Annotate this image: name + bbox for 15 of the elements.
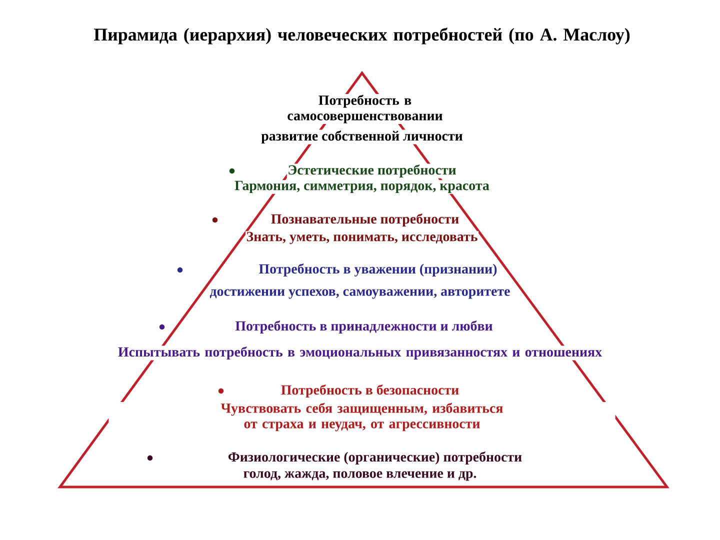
level-description: Знать, уметь, понимать, исследовать: [246, 232, 478, 244]
level-description: развитие собственной личности: [261, 130, 462, 144]
level-description: голод, жажда, половое влечение и др.: [244, 471, 476, 481]
level-heading: Познавательные потребности: [271, 214, 459, 226]
level-heading: Эстетические потребности: [288, 164, 456, 178]
level-heading: Потребность в самосовершенствовании: [288, 94, 442, 124]
level-heading: Потребность в принадлежности и любви: [235, 320, 492, 334]
title: Пирамида (иерархия) человеческих потребностей (по А. Маслоу): [94, 28, 630, 44]
level-description: Гармония, симметрия, порядок, красота: [234, 180, 490, 194]
level-heading: Физиологические (органические) потребности: [228, 452, 522, 464]
level-heading: Потребность в уважении (признании): [259, 264, 497, 276]
level-description: достижении успехов, самоуважении, авторитете: [210, 289, 510, 299]
level-description: Испытывать потребность в эмоциональных привязанностях и отношениях: [118, 346, 602, 360]
level-description: Чувствовать себя защищенным, избавиться от страха и неудач, от агрессивности: [220, 402, 503, 432]
level-heading: Потребность в безопасности: [281, 384, 459, 398]
